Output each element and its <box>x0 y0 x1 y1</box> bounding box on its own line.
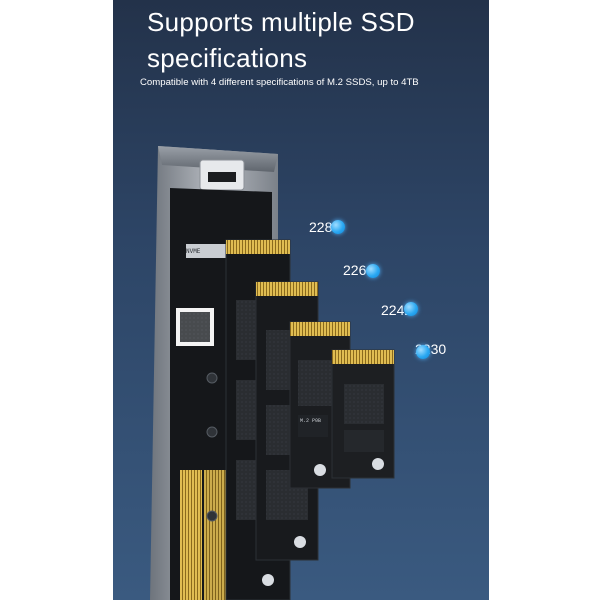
ssd-board-2230 <box>331 349 395 479</box>
spec-dot-2242 <box>404 302 418 316</box>
spec-dot-2280 <box>331 220 345 234</box>
spec-dot-2260 <box>366 264 380 278</box>
svg-text:NVME: NVME <box>186 248 201 255</box>
subtitle: Compatible with 4 different specificatio… <box>140 77 419 88</box>
headline-line-2: specifications <box>147 43 308 73</box>
spec-dot-2230 <box>416 345 430 359</box>
svg-text:M.2 P0B: M.2 P0B <box>300 418 321 424</box>
headline: Supports multiple SSD specifications <box>147 4 415 76</box>
headline-line-1: Supports multiple SSD <box>147 7 415 37</box>
